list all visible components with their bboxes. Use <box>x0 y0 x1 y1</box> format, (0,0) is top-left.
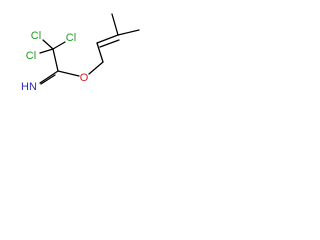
bond-vinyl-double-b <box>99 39 120 48</box>
atom-label-imine-nitrogen: HN <box>21 81 37 93</box>
chemical-structure-diagram: Cl Cl Cl HN O <box>21 13 140 93</box>
atom-label-cl-middle-left: Cl <box>26 50 36 62</box>
atom-label-cl-top-left: Cl <box>31 30 41 42</box>
bond-amidine-cn-double-b <box>40 74 56 85</box>
bond-ccl3-cl-middle-left <box>39 48 54 54</box>
bond-oxygen-to-ch2 <box>88 61 104 75</box>
bond-ccl3-cl-top-left <box>42 39 54 50</box>
bond-ccl3-cl-top-right <box>52 41 66 50</box>
bond-ch2-to-vinyl-ch <box>96 42 104 63</box>
bond-methyl-upper <box>111 13 119 36</box>
bond-amidine-carbon-to-oxygen <box>57 70 80 77</box>
bond-layer <box>39 13 140 85</box>
atom-label-cl-top-right: Cl <box>66 32 76 44</box>
atom-label-ether-oxygen: O <box>80 72 89 84</box>
bond-ccl3-to-amidine-carbon <box>52 48 59 72</box>
atom-label-layer: Cl Cl Cl HN O <box>21 30 89 93</box>
bond-amidine-cn-double-a <box>39 70 59 84</box>
bond-vinyl-double-a <box>96 34 119 44</box>
bond-methyl-right <box>117 29 140 36</box>
